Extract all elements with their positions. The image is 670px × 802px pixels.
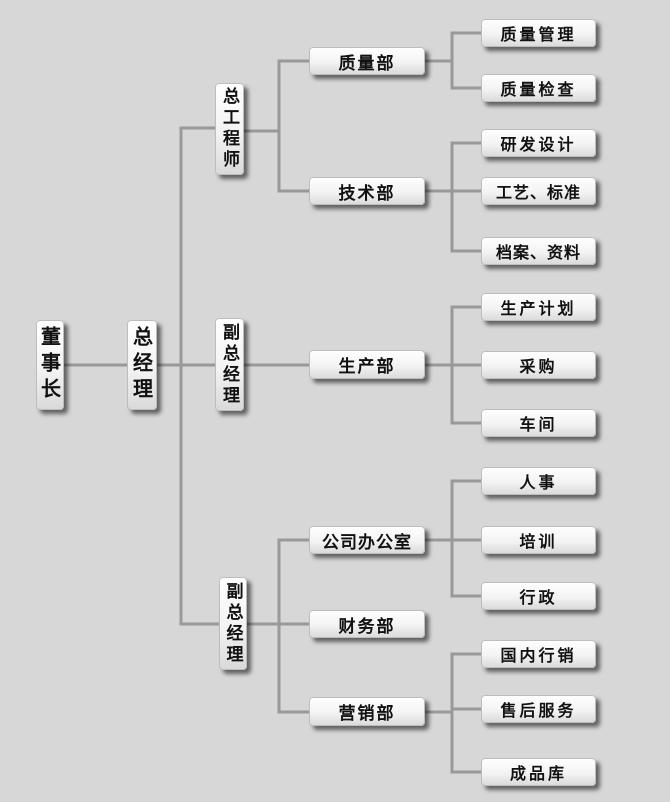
leaf-hr: 人事 — [481, 467, 596, 495]
node-quality-dept: 质量部 — [309, 47, 425, 75]
node-office-dept: 公司办公室 — [309, 526, 425, 554]
node-tech-dept: 技术部 — [309, 177, 425, 205]
leaf-training: 培训 — [481, 526, 596, 554]
leaf-administration: 行政 — [481, 582, 596, 610]
leaf-production-plan: 生产计划 — [481, 293, 596, 321]
node-production-dept: 生产部 — [309, 350, 425, 379]
leaf-archives: 档案、资料 — [481, 237, 596, 265]
leaf-process-standard: 工艺、标准 — [481, 177, 596, 205]
leaf-rd-design: 研发设计 — [481, 129, 596, 157]
leaf-workshop: 车间 — [481, 409, 596, 437]
leaf-after-sales: 售后服务 — [481, 695, 596, 723]
leaf-finished-goods: 成品库 — [481, 758, 596, 786]
leaf-quality-management: 质量管理 — [481, 19, 596, 47]
node-sales-dept: 营销部 — [309, 697, 425, 726]
leaf-purchasing: 采购 — [481, 351, 596, 379]
node-general-manager: 总经理 — [127, 320, 157, 410]
leaf-quality-inspection: 质量检查 — [481, 74, 596, 102]
node-finance-dept: 财务部 — [309, 610, 425, 638]
node-deputy-gm-1: 副总经理 — [215, 318, 244, 411]
node-chief-engineer: 总工程师 — [215, 83, 244, 175]
node-chairman: 董事长 — [36, 320, 64, 410]
leaf-domestic-sales: 国内行销 — [481, 640, 596, 668]
node-deputy-gm-2: 副总经理 — [219, 577, 247, 670]
